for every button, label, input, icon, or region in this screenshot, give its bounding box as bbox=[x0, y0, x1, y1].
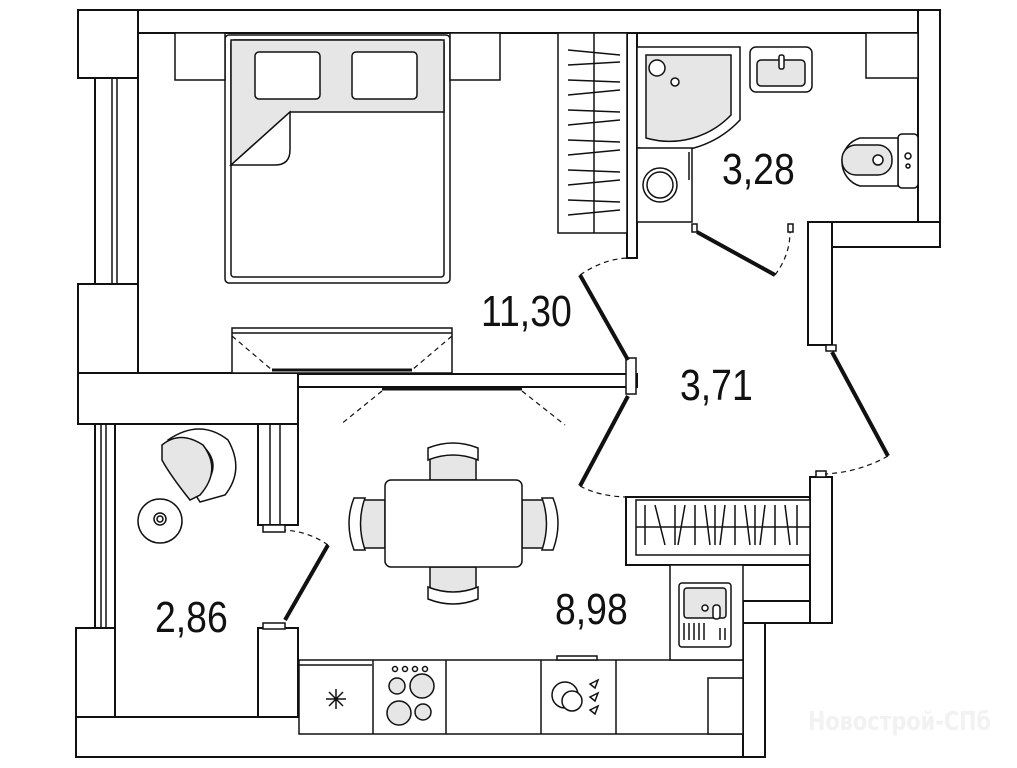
toilet bbox=[841, 133, 919, 189]
window-bedroom bbox=[94, 77, 139, 285]
nightstand bbox=[174, 32, 226, 81]
bathroom-sink bbox=[749, 46, 813, 93]
walls bbox=[75, 9, 941, 758]
nightstand bbox=[449, 32, 501, 81]
coffee-table bbox=[137, 498, 183, 544]
fridge-icon bbox=[326, 689, 346, 709]
area-label-kitchen-living: 8,98 bbox=[555, 584, 628, 634]
area-label-hallway: 3,71 bbox=[680, 360, 753, 410]
watermark: Новострой-СПб bbox=[808, 706, 991, 737]
bathroom-shaft bbox=[865, 32, 919, 79]
kitchen-sink bbox=[678, 582, 732, 648]
pillow-icon bbox=[351, 51, 418, 100]
door-balcony bbox=[262, 529, 330, 630]
balcony-column bbox=[262, 424, 286, 533]
cooktop bbox=[386, 665, 435, 726]
pillow-icon bbox=[254, 51, 321, 100]
window-balcony bbox=[94, 423, 116, 629]
dishwasher-icon bbox=[551, 655, 600, 716]
armchair bbox=[161, 428, 237, 503]
kitchen-counter bbox=[298, 564, 744, 735]
double-bed bbox=[224, 34, 451, 284]
area-label-bathroom: 3,28 bbox=[722, 144, 795, 194]
tv-unit bbox=[231, 327, 566, 426]
wardrobe-bedroom bbox=[557, 32, 628, 234]
area-label-balcony: 2,86 bbox=[155, 592, 228, 642]
area-label-bedroom: 11,30 bbox=[481, 286, 572, 336]
wardrobe-hallway bbox=[635, 499, 811, 556]
door-bedroom bbox=[578, 257, 637, 498]
door-entrance bbox=[815, 344, 890, 478]
dining-set bbox=[348, 442, 559, 605]
shower-cabin bbox=[636, 46, 741, 153]
door-bathroom bbox=[691, 223, 794, 277]
washing-machine bbox=[636, 147, 693, 223]
